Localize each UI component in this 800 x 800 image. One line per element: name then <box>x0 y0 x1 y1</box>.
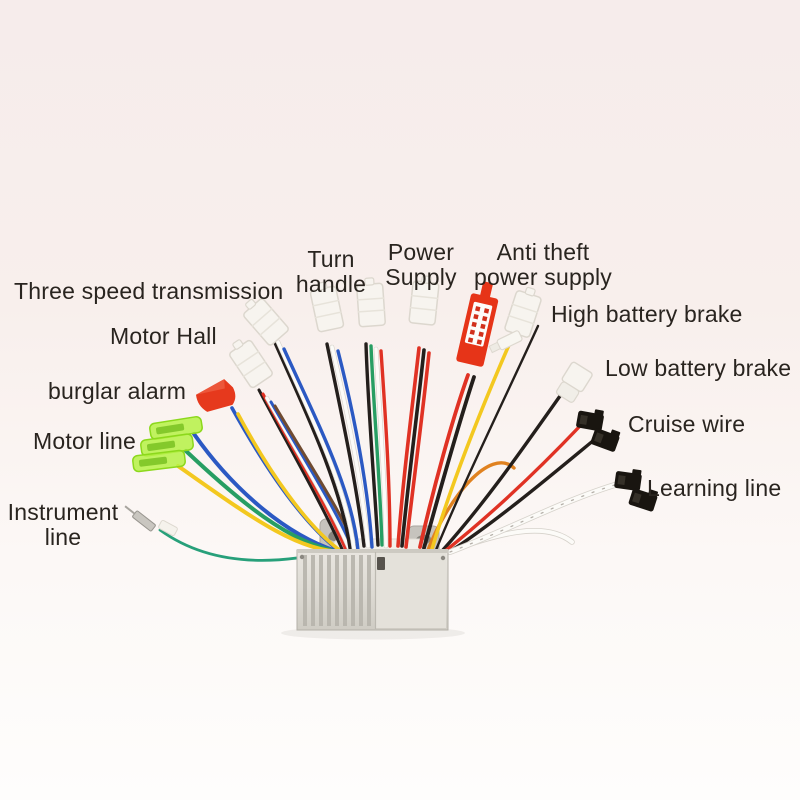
label-learning-line: Learning line <box>647 475 782 501</box>
label-turn-handle: Turn handle <box>296 247 366 297</box>
label-line: Turn <box>307 246 355 272</box>
label-line: Power <box>387 239 455 265</box>
label-line: line <box>44 524 82 550</box>
wire-low-battery-brake <box>440 361 593 553</box>
wire-power-supply <box>355 274 441 549</box>
label-high-battery-brake: High battery brake <box>551 301 743 327</box>
wire-anti-theft <box>418 281 499 550</box>
label-line: handle <box>295 271 367 297</box>
label-instrument-line: Instrument line <box>8 500 119 550</box>
label-anti-theft-power-supply: Anti theft power supply <box>474 240 612 290</box>
label-power-supply: Power Supply <box>385 240 457 290</box>
wire-high-battery-brake <box>430 283 545 552</box>
heatsink-fins <box>303 555 371 626</box>
controller-side-panel <box>376 553 446 628</box>
low-battery-brake-connector <box>555 361 593 403</box>
instrument-line-terminal <box>124 505 156 532</box>
label-cruise-wire: Cruise wire <box>628 411 746 437</box>
case-clip <box>377 557 385 570</box>
label-line: Instrument <box>7 499 119 525</box>
label-line: Anti theft <box>496 239 590 265</box>
label-motor-hall: Motor Hall <box>110 323 217 349</box>
anti-theft-connector <box>456 281 499 367</box>
instrument-sleeve <box>158 520 178 536</box>
label-motor-line: Motor line <box>33 428 136 454</box>
label-low-battery-brake: Low battery brake <box>605 355 792 381</box>
controller-body <box>281 549 465 640</box>
label-line: power supply <box>474 264 612 290</box>
label-burglar-alarm: burglar alarm <box>48 378 187 404</box>
wire-learning-line <box>447 466 660 555</box>
wire-three-speed <box>237 292 360 552</box>
label-three-speed-transmission: Three speed transmission <box>14 278 284 304</box>
wire-cruise <box>442 406 622 555</box>
label-line: Supply <box>385 264 457 290</box>
wire-turn-handle <box>307 279 374 549</box>
burglar-alarm-connector <box>196 379 236 412</box>
wire-burglar-alarm <box>196 379 344 554</box>
